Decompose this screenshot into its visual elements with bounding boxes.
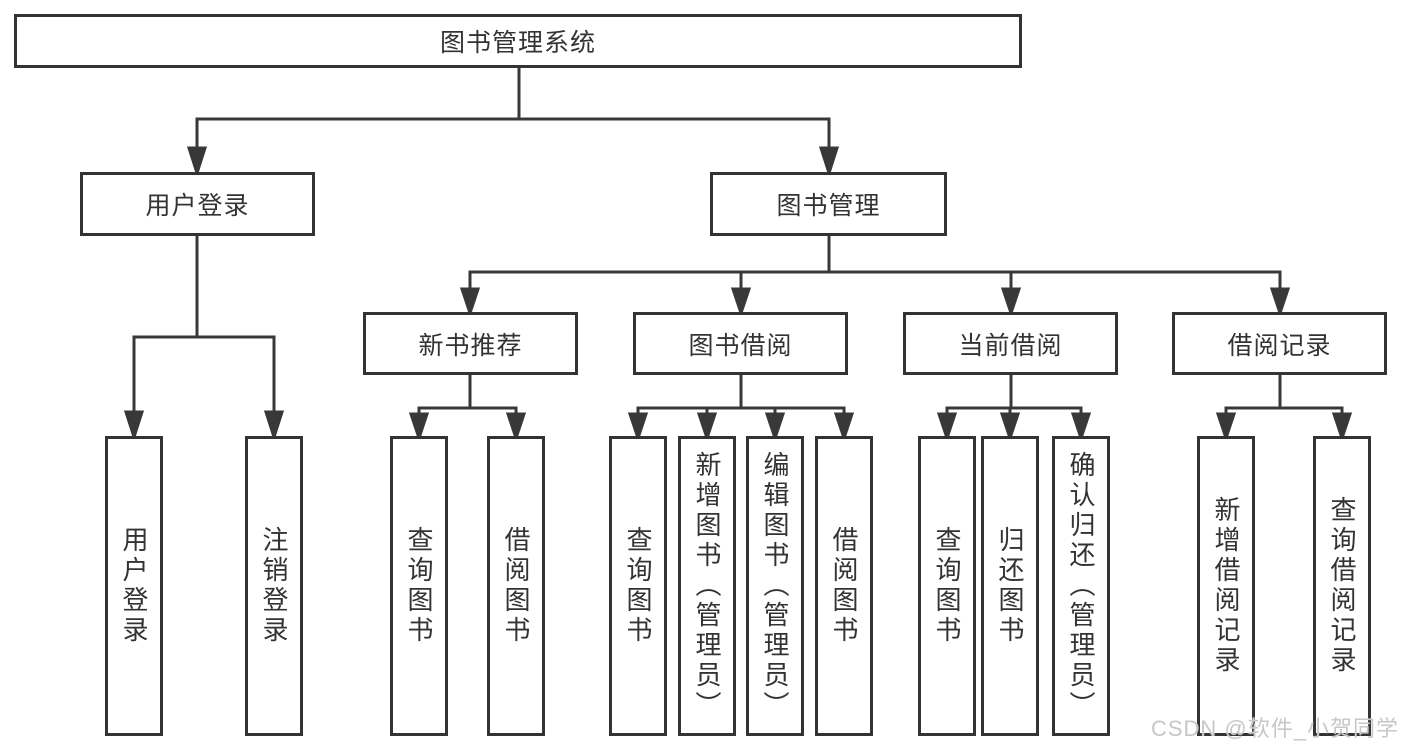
leaf-borrow-books-recommend: 借阅图书: [487, 436, 545, 736]
leaf-label: 用户登录: [119, 526, 149, 646]
leaf-label: 借阅图书: [829, 526, 859, 646]
leaf-label: 注销登录: [259, 526, 289, 646]
node-label: 当前借阅: [958, 331, 1063, 360]
node-label: 用户登录: [145, 192, 250, 220]
leaf-label: 查询图书: [932, 526, 962, 646]
node-label: 图书管理: [776, 192, 881, 220]
node-borrowing-records: 借阅记录: [1172, 312, 1387, 375]
node-label: 图书借阅: [688, 331, 793, 360]
node-book-borrowing: 图书借阅: [633, 312, 848, 375]
csdn-watermark: CSDN @软件_小贺同学: [1150, 716, 1399, 741]
node-new-book-recommendation: 新书推荐: [363, 312, 578, 375]
leaf-borrow-books: 借阅图书: [815, 436, 873, 736]
leaf-add-books-admin: 新增图书（管理员）: [678, 436, 736, 736]
leaf-logout: 注销登录: [245, 436, 303, 736]
leaf-label: 查询图书: [623, 526, 653, 646]
node-label: 图书管理系统: [439, 29, 596, 57]
leaf-add-borrow-record: 新增借阅记录: [1197, 436, 1255, 736]
leaf-query-borrow-record: 查询借阅记录: [1313, 436, 1371, 736]
leaf-label: 借阅图书: [501, 526, 531, 646]
leaf-label: 新增图书（管理员）: [692, 451, 722, 721]
leaf-label: 归还图书: [995, 526, 1025, 646]
leaf-label: 查询图书: [404, 526, 434, 646]
node-label: 借阅记录: [1227, 331, 1332, 360]
leaf-return-books: 归还图书: [981, 436, 1039, 736]
node-label: 新书推荐: [418, 331, 523, 360]
leaf-label: 确认归还（管理员）: [1066, 451, 1096, 721]
leaf-user-login: 用户登录: [105, 436, 163, 736]
node-user-login: 用户登录: [80, 172, 315, 236]
leaf-label: 查询借阅记录: [1327, 496, 1357, 676]
leaf-edit-books-admin: 编辑图书（管理员）: [746, 436, 804, 736]
leaf-confirm-return-admin: 确认归还（管理员）: [1052, 436, 1110, 736]
leaf-query-books-current: 查询图书: [918, 436, 976, 736]
node-book-management: 图书管理: [710, 172, 947, 236]
leaf-label: 编辑图书（管理员）: [760, 451, 790, 721]
leaf-query-books-recommend: 查询图书: [390, 436, 448, 736]
leaf-label: 新增借阅记录: [1211, 496, 1241, 676]
node-library-management-system: 图书管理系统: [14, 14, 1022, 68]
leaf-query-books-borrowing: 查询图书: [609, 436, 667, 736]
node-current-borrowing: 当前借阅: [903, 312, 1118, 375]
